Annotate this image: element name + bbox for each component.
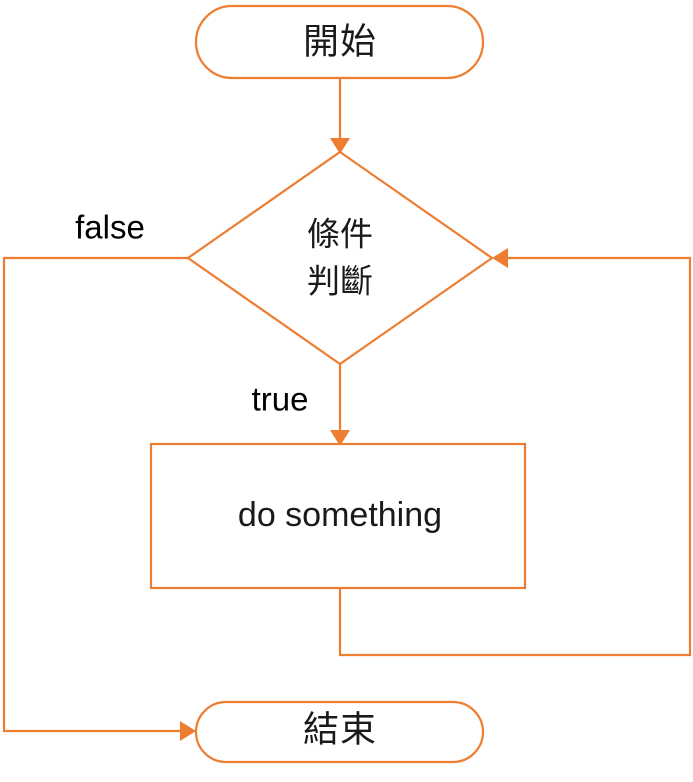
start-label: 開始 bbox=[303, 21, 377, 62]
edge-decision-true bbox=[330, 364, 350, 446]
edge-label-true: true bbox=[252, 381, 309, 418]
edge-process-loop-back-line bbox=[338, 256, 692, 657]
edge-decision-false-line bbox=[2, 256, 188, 733]
node-end[interactable]: 結束 bbox=[194, 700, 485, 764]
start-stadium-shape bbox=[194, 4, 485, 80]
edge-decision-false bbox=[2, 256, 196, 741]
node-process[interactable]: do something bbox=[149, 442, 527, 590]
decision-diamond-shape bbox=[186, 150, 494, 366]
node-decision[interactable]: 條件 判斷 bbox=[186, 150, 494, 366]
process-label: do something bbox=[238, 496, 442, 534]
arrowhead-into-decision-right bbox=[492, 248, 508, 268]
arrowhead-into-end bbox=[180, 721, 196, 741]
process-rect-shape bbox=[149, 442, 527, 590]
decision-label-line1: 條件 bbox=[307, 216, 373, 253]
end-label: 結束 bbox=[303, 709, 377, 750]
arrowhead-into-decision-top bbox=[330, 138, 350, 154]
edge-start-to-decision bbox=[330, 78, 350, 154]
node-start[interactable]: 開始 bbox=[194, 4, 485, 80]
decision-label-line2: 判斷 bbox=[307, 263, 373, 300]
edge-process-loop-back bbox=[338, 248, 692, 657]
end-stadium-shape bbox=[194, 700, 485, 764]
arrowhead-into-process bbox=[330, 430, 350, 446]
edge-label-false: false bbox=[75, 209, 145, 246]
